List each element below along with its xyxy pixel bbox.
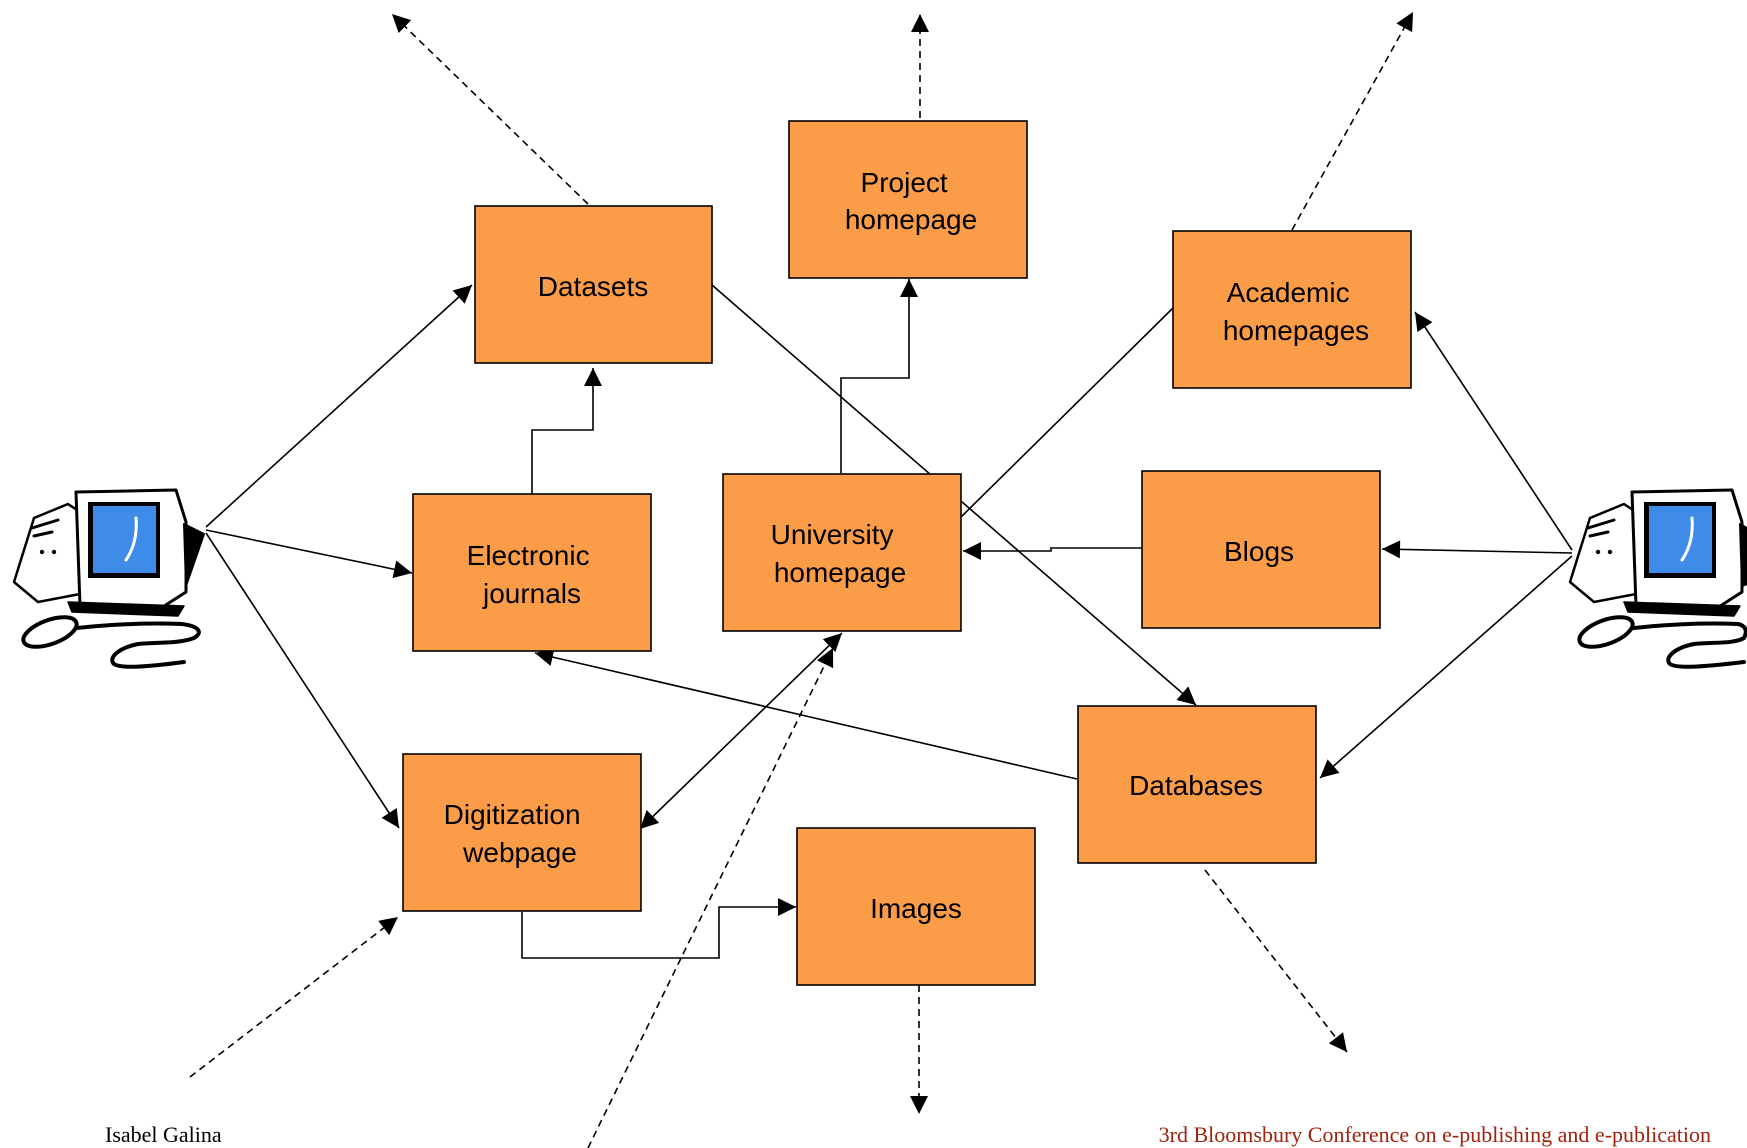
node-label-line: Project [861, 167, 948, 198]
node-project-homepage-box [788, 120, 1028, 279]
node-digitization-webpage-box [402, 753, 642, 912]
node-academic-homepages-box [1172, 230, 1412, 389]
node-academic-homepages: Academic homepages [1172, 230, 1412, 389]
incoming-link-university [587, 647, 834, 1148]
node-label-line: Digitization [444, 799, 581, 830]
node-datasets: Datasets [474, 205, 713, 364]
node-databases: Databases [1077, 705, 1317, 864]
node-digitization-webpage-label: Digitization webpage [444, 799, 589, 868]
node-images-box [796, 827, 1036, 986]
computer-user-icon [12, 488, 205, 669]
node-academic-homepages-label: Academic homepages [1223, 277, 1369, 346]
external-link-databases [1204, 869, 1348, 1053]
node-electronic-journals: Electronic journals [412, 493, 652, 652]
node-databases-label: Databases [1129, 770, 1263, 801]
link-blogs-to-university [963, 542, 1142, 560]
node-electronic-journals-box [412, 493, 652, 652]
link-right-user-to-blogs [1381, 540, 1573, 559]
external-link-academic-homepages [1291, 11, 1414, 231]
node-label-line: homepages [1223, 315, 1369, 346]
computer-user-icon [1568, 488, 1747, 669]
node-blogs-box [1141, 470, 1381, 629]
node-label-line: journals [482, 578, 581, 609]
link-university-digitization [639, 632, 843, 830]
external-links [189, 11, 1414, 1148]
link-left-user-to-electronic-journals [205, 529, 413, 579]
link-university-to-academic [960, 307, 1174, 518]
node-university-homepage-box [722, 473, 962, 632]
node-databases-box [1077, 705, 1317, 864]
node-images-label: Images [870, 893, 962, 924]
node-label-line: Blogs [1224, 536, 1294, 567]
footer-author: Isabel Galina [105, 1122, 222, 1147]
node-university-homepage: University homepage [722, 473, 962, 632]
node-label-line: Academic [1227, 277, 1350, 308]
node-university-homepage-label: University homepage [771, 519, 907, 588]
link-university-to-project [840, 279, 918, 473]
node-datasets-box [474, 205, 713, 364]
link-right-user-to-databases [1319, 555, 1573, 779]
node-datasets-label: Datasets [538, 271, 649, 302]
incoming-link-digitization [189, 916, 399, 1078]
node-label-line: homepage [845, 204, 977, 235]
footer-conference: 3rd Bloomsbury Conference on e-publishin… [1158, 1122, 1711, 1147]
node-label-line: University [771, 519, 894, 550]
link-journals-to-datasets [531, 368, 602, 494]
node-blogs-label: Blogs [1224, 536, 1294, 567]
node-digitization-webpage: Digitization webpage [402, 753, 642, 912]
external-link-datasets [391, 13, 589, 205]
internal-links [205, 279, 1573, 959]
link-digitization-to-images [521, 898, 796, 959]
node-label-line: Datasets [538, 271, 649, 302]
node-label-line: Electronic [467, 540, 590, 571]
link-right-user-to-academic [1414, 311, 1573, 551]
node-electronic-journals-label: Electronic journals [467, 540, 598, 609]
node-label-line: webpage [462, 837, 577, 868]
link-left-user-to-datasets [205, 284, 473, 528]
node-label-line: homepage [774, 557, 906, 588]
node-blogs: Blogs [1141, 470, 1381, 629]
node-images: Images [796, 827, 1036, 986]
node-label-line: Images [870, 893, 962, 924]
node-project-homepage-label: Project homepage [845, 167, 977, 235]
link-left-user-to-digitization [205, 532, 400, 829]
node-label-line: Databases [1129, 770, 1263, 801]
node-project-homepage: Project homepage [788, 120, 1028, 279]
